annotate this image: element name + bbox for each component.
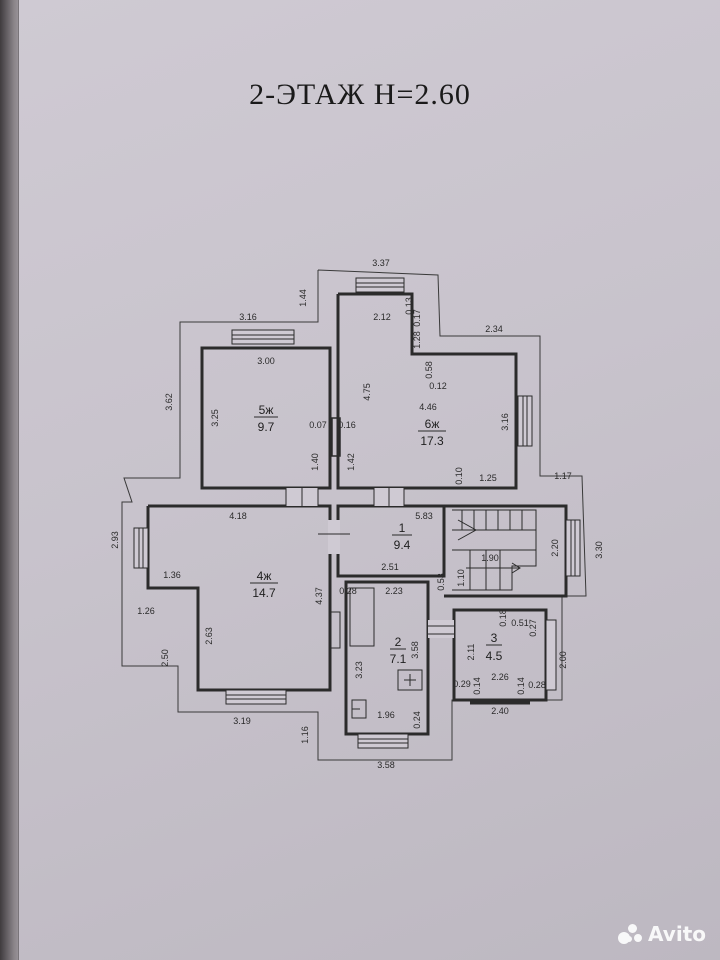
window-room5 bbox=[231, 329, 295, 345]
room-1-area: 9.4 bbox=[394, 538, 411, 552]
dimension-label: 1.96 bbox=[377, 710, 395, 720]
dimension-label: 1.16 bbox=[300, 726, 310, 744]
floor-plan-title: 2-ЭТАЖ H=2.60 bbox=[249, 78, 471, 111]
dimension-label: 4.75 bbox=[362, 383, 372, 401]
room-6-number: 6ж bbox=[425, 417, 440, 431]
avito-watermark: Avito bbox=[618, 922, 706, 946]
dimension-label: 0.18 bbox=[498, 609, 508, 627]
dimension-labels: 3.37 1.44 3.16 2.12 0.13 0.17 1.28 2.34 … bbox=[110, 258, 604, 770]
dimension-label: 0.27 bbox=[528, 619, 538, 637]
dimension-label: 2.93 bbox=[110, 531, 120, 549]
room-1-number: 1 bbox=[399, 521, 406, 535]
room-2-area: 7.1 bbox=[390, 652, 407, 666]
room-labels: 5ж 9.7 6ж 17.3 4ж 14.7 1 9.4 2 7.1 3 4.5 bbox=[250, 403, 503, 666]
dimension-label: 2.26 bbox=[491, 672, 509, 682]
dimension-label: 2.40 bbox=[491, 706, 509, 716]
dimension-label: 2.00 bbox=[558, 651, 568, 669]
dimension-label: 0.16 bbox=[338, 420, 356, 430]
dimension-label: 0.10 bbox=[454, 467, 464, 485]
window-room3-right bbox=[545, 619, 557, 691]
dimension-label: 0.17 bbox=[412, 309, 422, 327]
dimension-label: 3.30 bbox=[594, 541, 604, 559]
room-4-number: 4ж bbox=[257, 569, 272, 583]
paper-sheet bbox=[18, 0, 720, 960]
dimension-label: 0.28 bbox=[528, 680, 546, 690]
dimension-label: 2.12 bbox=[373, 312, 391, 322]
dimension-label: 0.29 bbox=[453, 679, 471, 689]
dimension-label: 0.14 bbox=[516, 677, 526, 695]
window-stair bbox=[565, 519, 581, 577]
dimension-label: 0.58 bbox=[424, 361, 434, 379]
dimension-label: 2.51 bbox=[381, 562, 399, 572]
dimension-label: 1.26 bbox=[137, 606, 155, 616]
dimension-label: 3.19 bbox=[233, 716, 251, 726]
window-room6-top bbox=[355, 277, 405, 293]
windows bbox=[133, 277, 581, 749]
room-5-walls bbox=[200, 346, 332, 490]
bathroom-fixtures bbox=[329, 587, 423, 719]
dimension-label: 3.62 bbox=[164, 393, 174, 411]
dimension-label: 3.00 bbox=[257, 356, 275, 366]
dimension-label: 1.28 bbox=[412, 331, 422, 349]
dimension-label: 2.20 bbox=[550, 539, 560, 557]
staircase bbox=[452, 509, 537, 591]
dimension-label: 0.53 bbox=[436, 573, 446, 591]
watermark-text: Avito bbox=[648, 922, 706, 946]
dimension-label: 4.37 bbox=[314, 587, 324, 605]
room-4-area: 14.7 bbox=[252, 586, 276, 600]
dimension-label: 3.16 bbox=[500, 413, 510, 431]
dimension-label: 3.37 bbox=[372, 258, 390, 268]
dimension-label: 1.25 bbox=[479, 473, 497, 483]
room-3-number: 3 bbox=[491, 631, 498, 645]
dimension-label: 3.25 bbox=[210, 409, 220, 427]
dimension-label: 5.83 bbox=[415, 511, 433, 521]
window-room4-bottom bbox=[225, 689, 287, 705]
avito-logo-icon bbox=[618, 924, 644, 944]
dimension-label: 2.50 bbox=[160, 649, 170, 667]
dimension-label: 4.18 bbox=[229, 511, 247, 521]
dimension-label: 2.23 bbox=[385, 586, 403, 596]
dimension-label: 2.34 bbox=[485, 324, 503, 334]
window-room2-bottom bbox=[357, 733, 409, 749]
dimension-label: 0.28 bbox=[339, 586, 357, 596]
dimension-label: 0.51 bbox=[511, 618, 529, 628]
doors bbox=[285, 417, 454, 638]
dimension-label: 3.58 bbox=[410, 641, 420, 659]
dimension-label: 1.17 bbox=[554, 471, 572, 481]
dimension-label: 3.58 bbox=[377, 760, 395, 770]
dimension-label: 1.10 bbox=[456, 569, 466, 587]
dimension-label: 1.90 bbox=[481, 553, 499, 563]
dimension-label: 3.16 bbox=[239, 312, 257, 322]
dimension-label: 0.24 bbox=[412, 711, 422, 729]
dimension-label: 0.14 bbox=[472, 677, 482, 695]
dimension-label: 2.63 bbox=[204, 627, 214, 645]
room-6-walls bbox=[336, 292, 518, 490]
dimension-label: 1.40 bbox=[310, 453, 320, 471]
room-5-number: 5ж bbox=[259, 403, 274, 417]
dimension-label: 0.12 bbox=[429, 381, 447, 391]
room-4-walls bbox=[146, 504, 332, 692]
dimension-label: 1.36 bbox=[163, 570, 181, 580]
dimension-label: 4.46 bbox=[419, 402, 437, 412]
dimension-label: 1.44 bbox=[298, 289, 308, 307]
window-room4-left bbox=[133, 527, 149, 569]
outer-dimension-outline bbox=[121, 269, 587, 761]
window-room6-right bbox=[517, 395, 533, 447]
dimension-label: 0.07 bbox=[309, 420, 327, 430]
dimension-label: 1.42 bbox=[346, 453, 356, 471]
dimension-label: 0.13 bbox=[404, 297, 414, 315]
dimension-label: 2.11 bbox=[466, 644, 476, 661]
room-3-area: 4.5 bbox=[486, 649, 503, 663]
room-6-area: 17.3 bbox=[420, 434, 444, 448]
dimension-label: 3.23 bbox=[354, 661, 364, 679]
room-2-number: 2 bbox=[395, 635, 402, 649]
room-5-area: 9.7 bbox=[258, 420, 275, 434]
